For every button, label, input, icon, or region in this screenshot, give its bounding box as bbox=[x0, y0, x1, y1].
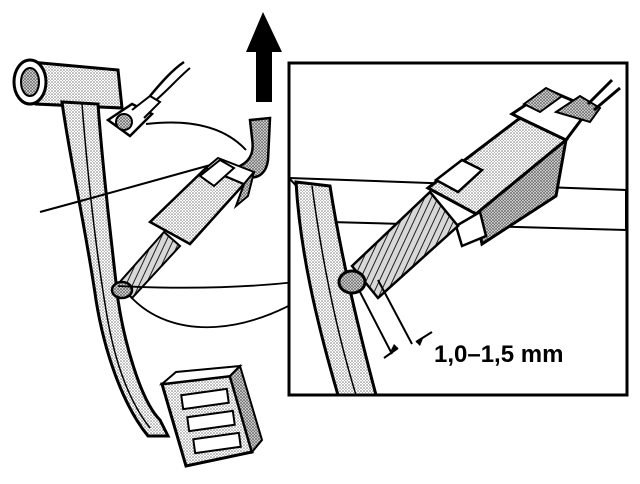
inset-switch-body bbox=[425, 78, 621, 248]
inset-switch-thread bbox=[350, 190, 460, 300]
gap-dimension-label: 1,0–1,5 mm bbox=[434, 341, 563, 368]
wiring-clip bbox=[105, 60, 191, 138]
inset-pedal-bracket bbox=[294, 180, 378, 395]
pedal-pivot-tube bbox=[12, 58, 124, 110]
pedal-assembly bbox=[12, 58, 331, 468]
pedal-pad bbox=[158, 364, 264, 468]
detail-inset: 1,0–1,5 mm bbox=[287, 61, 629, 397]
switch-wire bbox=[145, 121, 247, 151]
gap-dimension bbox=[383, 331, 433, 359]
brake-light-switch bbox=[110, 156, 256, 300]
pedal-arm bbox=[60, 100, 171, 438]
inset-plunger bbox=[337, 269, 413, 355]
up-arrow-icon bbox=[246, 12, 282, 102]
